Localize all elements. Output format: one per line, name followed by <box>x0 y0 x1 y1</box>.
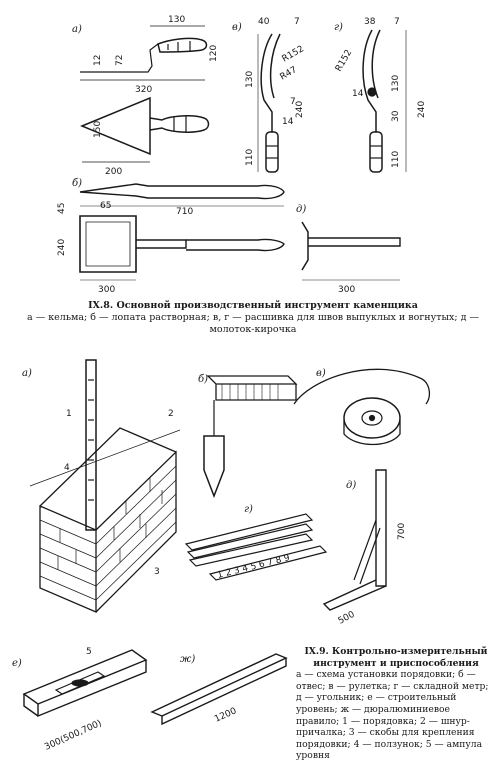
fig9-num-2: 2 <box>168 409 174 419</box>
fig9-label-a: а) <box>22 368 32 379</box>
masonry-corner-drawing <box>29 359 181 613</box>
dim-a-130: 130 <box>168 15 185 25</box>
shovel-top-drawing <box>79 215 285 273</box>
fig9-label-e: е) <box>12 658 22 669</box>
carpenter-square-drawing <box>322 469 387 611</box>
fig9-num-1: 1 <box>66 409 72 419</box>
fig9-label-zh: ж) <box>180 654 195 665</box>
dim-zh-1200: 1200 <box>213 706 238 725</box>
fig8-label-d: д) <box>296 204 306 215</box>
dim-v-240: 240 <box>295 101 305 118</box>
dim-v-7: 7 <box>294 17 300 27</box>
fig8-label-v: в) <box>232 22 242 33</box>
dim-d-300: 300 <box>338 285 355 295</box>
fig9-num-4: 4 <box>64 463 70 473</box>
dim-v-14: 14 <box>282 117 294 127</box>
fig9-label-d: д) <box>346 480 356 491</box>
fig9-num-3: 3 <box>154 567 160 577</box>
dim-v-r152: R152 <box>281 44 306 64</box>
dim-g-r152: R152 <box>334 48 354 73</box>
shovel-side-drawing <box>79 183 285 200</box>
figure-9-caption: IX.9. Контрольно-измерительный инструмен… <box>296 646 496 762</box>
dim-b-300: 300 <box>98 285 115 295</box>
hammer-pick-drawing <box>301 221 401 271</box>
dim-b-710: 710 <box>176 207 193 217</box>
dim-d-700: 700 <box>397 523 407 540</box>
dim-a-320: 320 <box>135 85 152 95</box>
dim-a-72: 72 <box>115 55 125 66</box>
fig9-label-b: б) <box>198 374 208 385</box>
dim-b-65: 65 <box>100 201 111 211</box>
figure-9-title: IX.9. Контрольно-измерительный инструмен… <box>304 646 488 669</box>
dim-g-240: 240 <box>417 101 427 118</box>
fig9-num-5: 5 <box>86 647 92 657</box>
dim-v-40: 40 <box>258 17 270 27</box>
dim-v-130: 130 <box>245 71 255 88</box>
dim-a-12: 12 <box>93 55 103 66</box>
dim-b-240: 240 <box>57 239 67 256</box>
figure-9-legend: а — схема установки порядовки; б — отвес… <box>296 669 489 762</box>
jointer-convex-drawing <box>260 33 281 173</box>
dim-v-7b: 7 <box>290 97 296 107</box>
trowel-side-drawing <box>80 37 208 73</box>
dim-g-110: 110 <box>391 151 401 168</box>
dim-a-120: 120 <box>209 45 219 62</box>
fig8-label-g: г) <box>334 22 343 33</box>
aluminium-rule-drawing <box>150 653 288 726</box>
dim-g-130: 130 <box>391 75 401 92</box>
dim-g-38: 38 <box>364 17 376 27</box>
trowel-top-drawing <box>80 96 210 156</box>
jointer-concave-drawing <box>362 29 383 173</box>
dim-b-45: 45 <box>57 203 67 214</box>
fig9-label-g: г) <box>244 504 253 515</box>
folding-meter-drawing <box>184 513 328 581</box>
dim-e-300: 300(500,700) <box>43 719 103 753</box>
dim-v-r47: R47 <box>279 65 299 83</box>
tape-measure-drawing <box>293 368 431 446</box>
fig8-label-a: а) <box>72 24 82 35</box>
dim-v-110: 110 <box>245 149 255 166</box>
dim-g-7: 7 <box>394 17 400 27</box>
fig8-label-b: б) <box>72 178 82 189</box>
spirit-level-drawing <box>22 649 148 718</box>
figure-8-legend: а — кельма; б — лопата растворная; в, г … <box>27 312 479 335</box>
figure-8-caption: IX.8. Основной производственный инструме… <box>18 300 488 336</box>
dim-g-14: 14 <box>352 89 364 99</box>
plumb-bob-drawing <box>203 375 298 499</box>
fig9-label-v: в) <box>316 368 326 379</box>
ruler-digits: 1 2 3 4 5 6 7 8 9 <box>216 553 291 581</box>
dim-a-200: 200 <box>105 167 122 177</box>
dim-g-30: 30 <box>391 110 401 122</box>
dim-d-500: 500 <box>337 610 357 627</box>
figure-8-title: IX.8. Основной производственный инструме… <box>88 300 418 311</box>
dim-a-150: 150 <box>93 121 103 138</box>
